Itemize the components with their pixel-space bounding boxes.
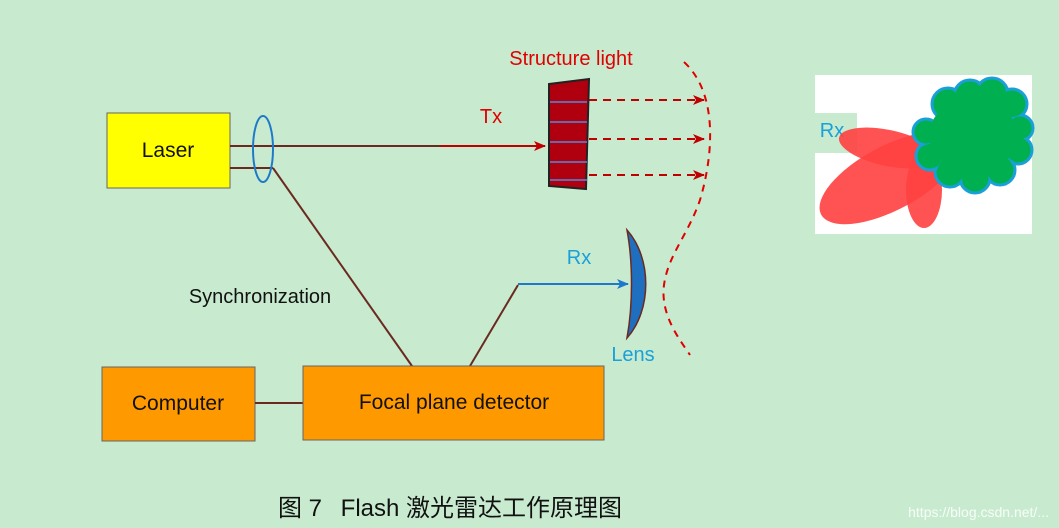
computer-box [101,366,256,442]
laser-label: Laser [142,139,195,162]
detector-box [302,365,605,441]
rx-label: Rx [567,247,591,269]
computer-label: Computer [132,392,224,415]
inset-rx-label: Rx [820,120,844,142]
receiving-lens [625,227,647,341]
inset-illustration: Rx [815,75,1035,234]
structure-light-label: Structure light [509,48,633,70]
laser-box [106,112,231,189]
synchronization-label: Synchronization [189,286,331,308]
rx-to-detector-line [469,284,519,367]
watermark-url: https://blog.csdn.net/... [908,504,1049,520]
figure-title: Flash 激光雷达工作原理图 [340,495,623,522]
detector-label: Focal plane detector [359,391,549,414]
figure-number: 图 7 [277,495,322,522]
target-surface [662,61,712,356]
beam-splitter-lens [252,115,274,183]
lens-label: Lens [611,344,654,366]
sync-line [272,167,413,367]
green-cloud-fill [915,80,1031,191]
figure-caption: 图 7 Flash 激光雷达工作原理图 [0,488,900,523]
red-lobe [838,127,938,169]
tx-label: Tx [480,106,502,128]
structure-light-element [548,77,591,191]
